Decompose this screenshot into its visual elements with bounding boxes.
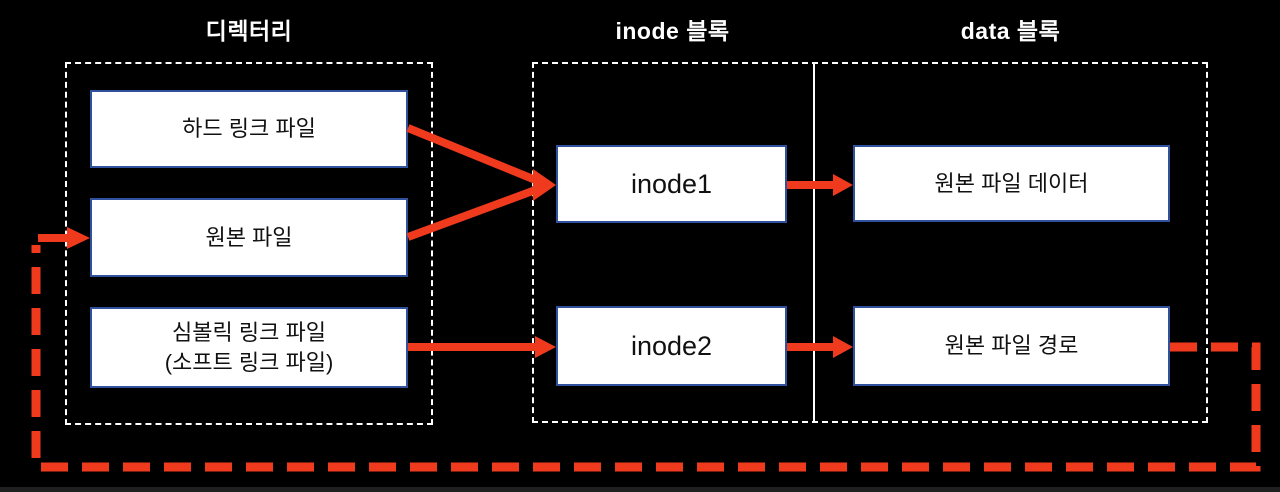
node-hard-link-file-label: 하드 링크 파일: [182, 116, 316, 142]
data-block-column-title: data 블록: [960, 18, 1061, 44]
node-inode1: inode1: [556, 145, 787, 223]
node-hard-link-file: 하드 링크 파일: [90, 90, 408, 168]
node-original-file-label: 원본 파일: [205, 224, 293, 250]
node-inode2-label: inode2: [630, 330, 713, 361]
node-symbolic-link-file-label-line1: 심볼릭 링크 파일: [172, 319, 326, 345]
inode-block-column-title: inode 블록: [615, 18, 730, 44]
inode-data-divider-line: [813, 62, 815, 423]
node-original-file-data: 원본 파일 데이터: [853, 145, 1170, 222]
node-symbolic-link-file-label-line2: (소프트 링크 파일): [164, 349, 334, 375]
node-original-file-path-label: 원본 파일 경로: [944, 333, 1079, 359]
node-inode2: inode2: [556, 306, 787, 386]
node-inode1-label: inode1: [630, 168, 713, 199]
directory-column-title: 디렉터리: [205, 18, 293, 44]
bottom-edge-strip: [0, 487, 1280, 492]
node-original-file-data-label: 원본 파일 데이터: [934, 170, 1089, 196]
node-original-file: 원본 파일: [90, 198, 408, 277]
node-original-file-path: 원본 파일 경로: [853, 306, 1170, 386]
node-symbolic-link-file: 심볼릭 링크 파일 (소프트 링크 파일): [90, 307, 408, 388]
